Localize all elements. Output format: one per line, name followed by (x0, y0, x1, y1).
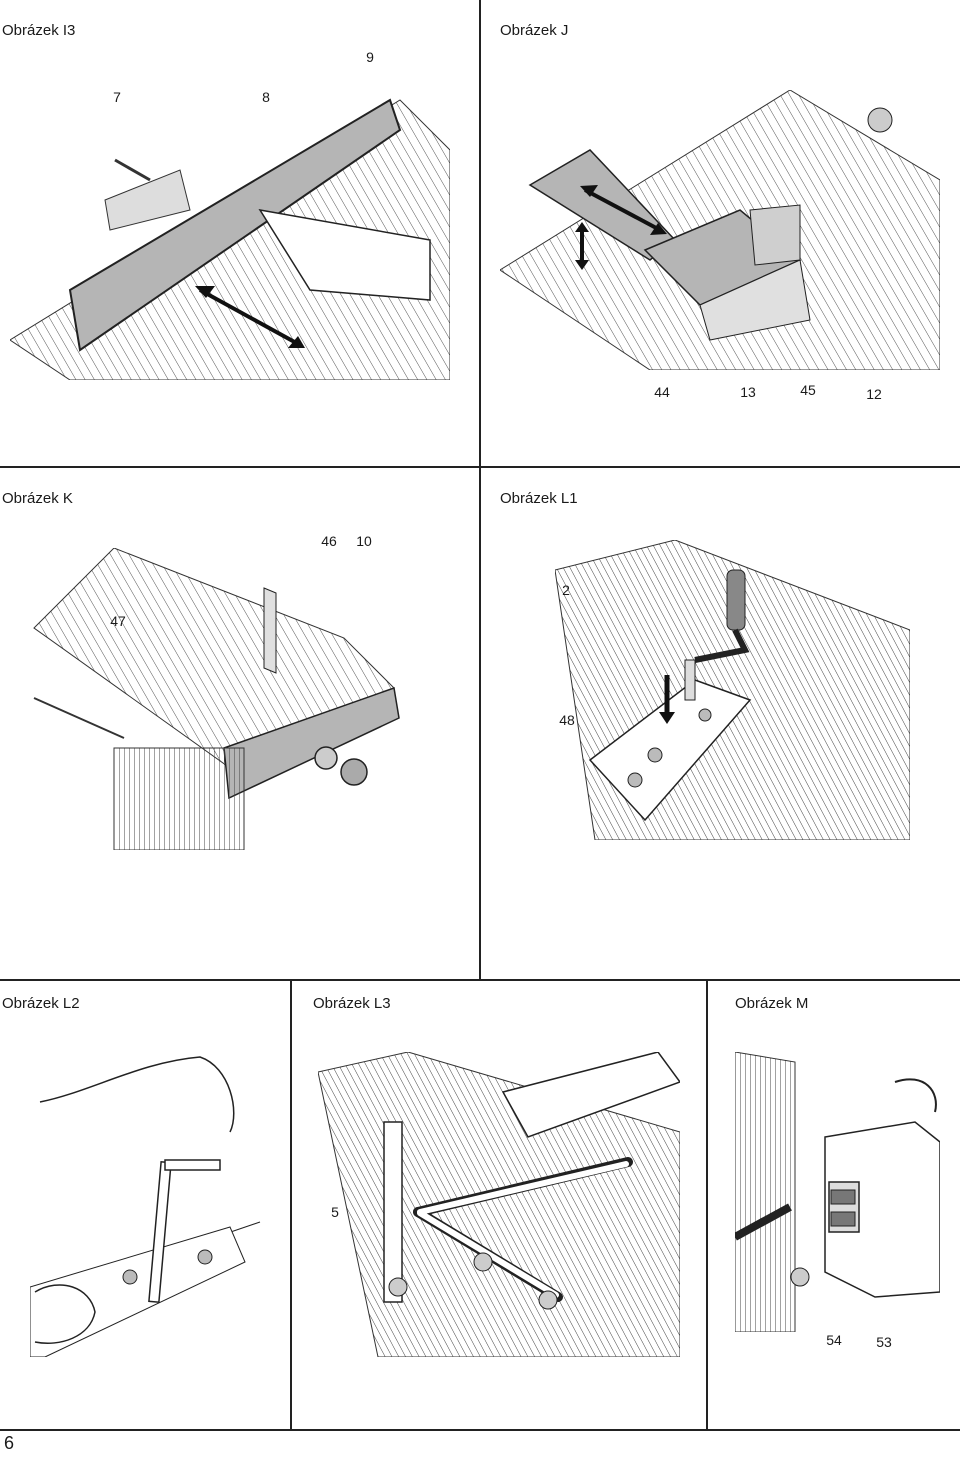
figure-k-drawing (14, 548, 414, 850)
callout-47: 47 (110, 613, 126, 629)
callout-48: 48 (559, 712, 575, 728)
callout-54: 54 (826, 1332, 842, 1348)
callout-45: 45 (800, 382, 816, 398)
figure-title-l2: Obrázek L2 (2, 995, 80, 1012)
figure-title-l1: Obrázek L1 (500, 490, 578, 507)
figure-title-i3: Obrázek I3 (2, 22, 76, 39)
callout-46: 46 (321, 533, 337, 549)
page-number: 6 (4, 1433, 15, 1453)
figure-j-drawing (500, 90, 940, 370)
callout-10: 10 (356, 533, 372, 549)
figure-l3-drawing (318, 1052, 680, 1357)
divider-vertical-bottom-1 (290, 980, 292, 1430)
divider-horizontal-1 (0, 466, 960, 468)
figure-title-m: Obrázek M (735, 995, 809, 1012)
figure-title-k: Obrázek K (2, 490, 73, 507)
divider-horizontal-2 (0, 979, 960, 981)
callout-2: 2 (562, 582, 570, 598)
divider-bottom (0, 1429, 960, 1431)
callout-13: 13 (740, 384, 756, 400)
figure-title-j: Obrázek J (500, 22, 569, 39)
callout-12: 12 (866, 386, 882, 402)
figure-title-l3: Obrázek L3 (313, 995, 391, 1012)
callout-7: 7 (113, 89, 121, 105)
callout-44: 44 (654, 384, 670, 400)
figure-m-drawing (735, 1052, 940, 1332)
figure-l1-drawing (555, 540, 910, 840)
divider-vertical-top (479, 0, 481, 980)
callout-53: 53 (876, 1334, 892, 1350)
callout-5: 5 (331, 1204, 339, 1220)
callout-8: 8 (262, 89, 270, 105)
figure-l2-drawing (30, 1052, 270, 1357)
divider-vertical-bottom-2 (706, 980, 708, 1430)
figure-i3-drawing (10, 90, 450, 380)
callout-9: 9 (366, 49, 374, 65)
